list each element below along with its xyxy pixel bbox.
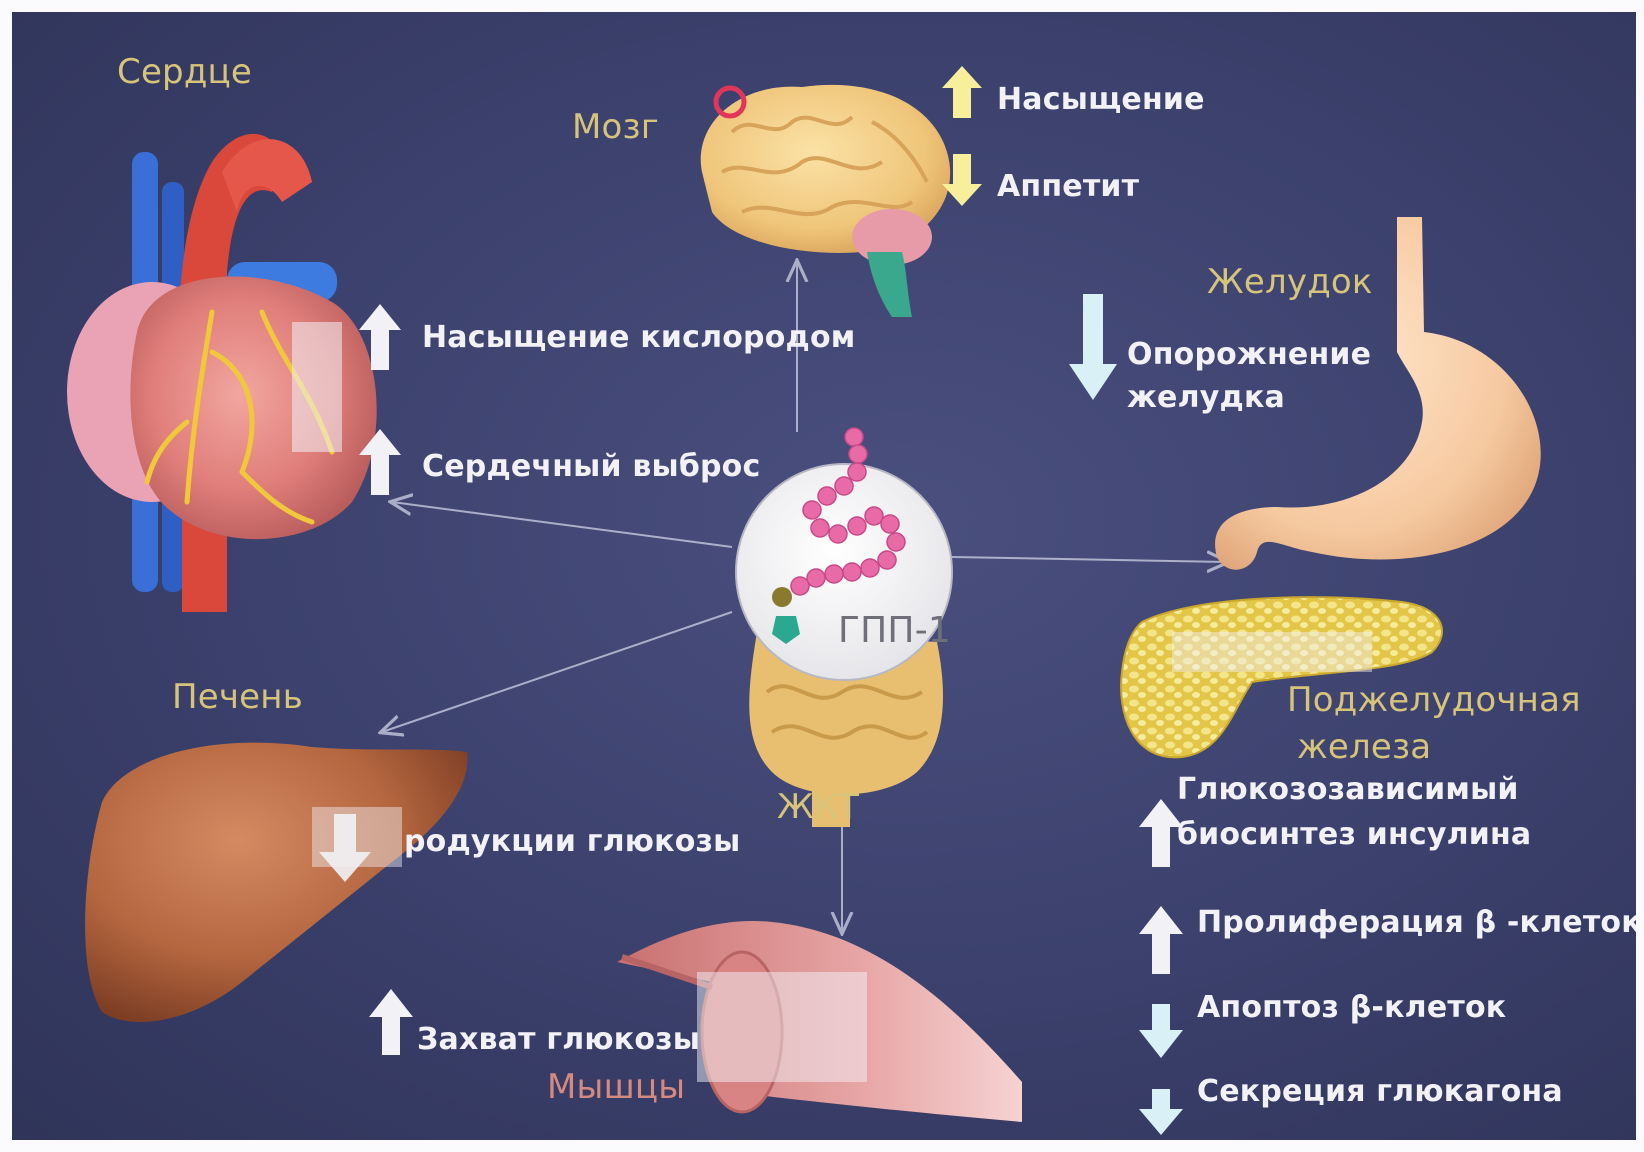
- arrow-up-icon: [357, 427, 403, 497]
- arrow-up-icon: [940, 64, 984, 120]
- illustration-layer: [12, 12, 1636, 1140]
- arrow-down-icon: [1137, 1087, 1185, 1137]
- arrow-up-icon: [367, 987, 415, 1057]
- organ-label-liver: Печень: [172, 677, 303, 717]
- effect-glucose-production: родукции глюкозы: [404, 824, 741, 859]
- organ-label-muscle: Мышцы: [547, 1067, 685, 1107]
- organ-label-brain: Мозг: [572, 107, 659, 147]
- arrow-down-icon: [1137, 1002, 1185, 1060]
- organ-label-pancreas-line1: Поджелудочная: [1287, 680, 1581, 720]
- brain-illustration: [701, 85, 950, 317]
- effect-satiety: Насыщение: [997, 82, 1205, 117]
- effect-gastric-emptying-line2: желудка: [1127, 380, 1285, 415]
- organ-label-heart: Сердце: [117, 52, 252, 92]
- liver-illustration: [85, 743, 467, 1022]
- effect-insulin-line2: биосинтез инсулина: [1177, 817, 1531, 852]
- effect-beta-cell-proliferation: Пролиферация β -клеток: [1197, 905, 1636, 940]
- arrow-up-icon: [357, 302, 403, 372]
- diagram-canvas: Сердце Мозг Желудок Печень Поджелудочная…: [12, 12, 1636, 1140]
- organ-label-gut: ЖКТ: [777, 787, 859, 827]
- effect-gastric-emptying-line1: Опорожнение: [1127, 337, 1371, 372]
- organ-label-pancreas-line2: железа: [1297, 727, 1431, 767]
- effect-insulin-line1: Глюкозозависимый: [1177, 772, 1519, 807]
- effect-appetite: Аппетит: [997, 169, 1139, 204]
- effect-beta-cell-apoptosis: Апоптоз β-клеток: [1197, 990, 1506, 1025]
- arrow-up-icon: [1137, 797, 1185, 869]
- effect-glucagon-secretion: Секреция глюкагона: [1197, 1074, 1563, 1109]
- effect-glucose-uptake: Захват глюкозы: [417, 1022, 700, 1057]
- arrow-down-icon: [317, 812, 373, 884]
- effect-cardiac-output: Сердечный выброс: [422, 449, 760, 484]
- heart-illustration: [67, 134, 377, 612]
- effect-oxygen-saturation: Насыщение кислородом: [422, 320, 856, 355]
- organ-label-stomach: Желудок: [1207, 262, 1373, 302]
- glp1-label: ГПП-1: [838, 610, 951, 651]
- arrow-down-icon: [940, 152, 984, 208]
- arrow-up-icon: [1137, 904, 1185, 976]
- arrow-down-icon: [1067, 292, 1119, 402]
